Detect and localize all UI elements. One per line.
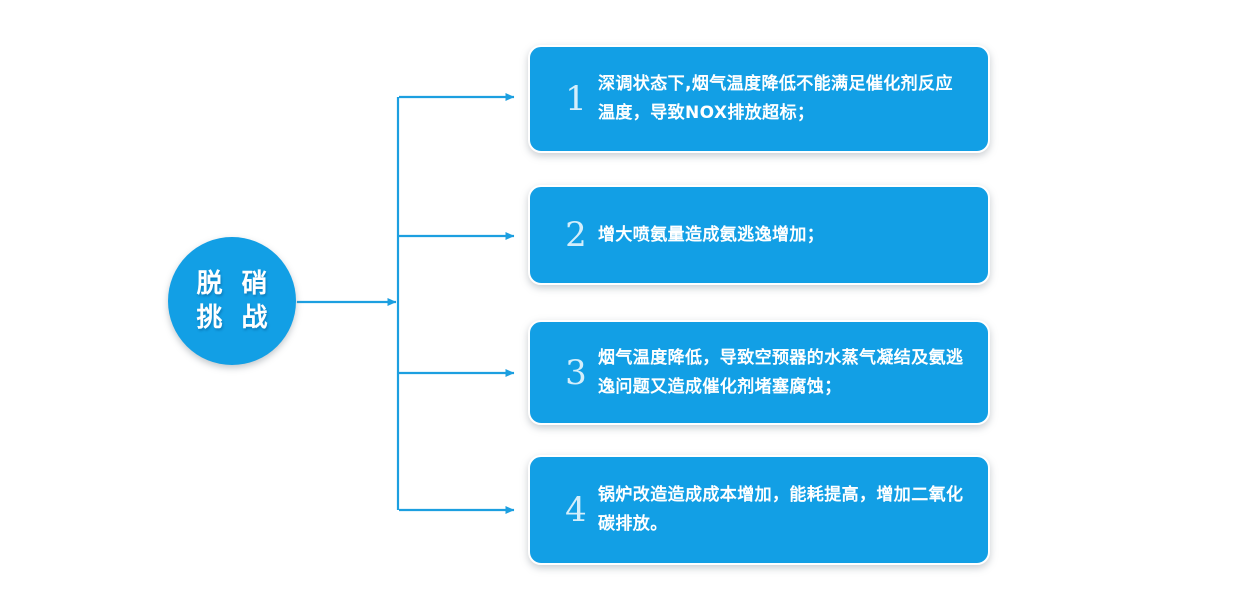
item-box-4[interactable]: 4 锅炉改造造成成本增加，能耗提高，增加二氧化碳排放。 bbox=[528, 455, 990, 565]
hub-label-line-1: 脱 硝 bbox=[196, 269, 273, 299]
item-text-1: 深调状态下,烟气温度降低不能满足催化剂反应温度，导致NOX排放超标； bbox=[598, 74, 953, 123]
item-box-3[interactable]: 3 烟气温度降低，导致空预器的水蒸气凝结及氨逃逸问题又造成催化剂堵塞腐蚀； bbox=[528, 320, 990, 425]
item-number-1: 1 bbox=[565, 79, 587, 119]
hub-label-line-2: 挑 战 bbox=[196, 303, 273, 333]
item-number-2: 2 bbox=[565, 215, 587, 255]
item-number-3: 3 bbox=[565, 352, 587, 393]
item-box-2[interactable]: 2 增大喷氨量造成氨逃逸增加； bbox=[528, 185, 990, 285]
hub-node[interactable]: 脱 硝 挑 战 bbox=[168, 237, 296, 365]
item-box-1[interactable]: 1 深调状态下,烟气温度降低不能满足催化剂反应温度，导致NOX排放超标； bbox=[528, 45, 990, 153]
item-number-4: 4 bbox=[565, 490, 587, 530]
item-text-2: 增大喷氨量造成氨逃逸增加； bbox=[598, 224, 825, 245]
item-text-3: 烟气温度降低，导致空预器的水蒸气凝结及氨逃逸问题又造成催化剂堵塞腐蚀； bbox=[598, 347, 964, 397]
item-text-4: 锅炉改造造成成本增加，能耗提高，增加二氧化碳排放。 bbox=[598, 485, 964, 534]
